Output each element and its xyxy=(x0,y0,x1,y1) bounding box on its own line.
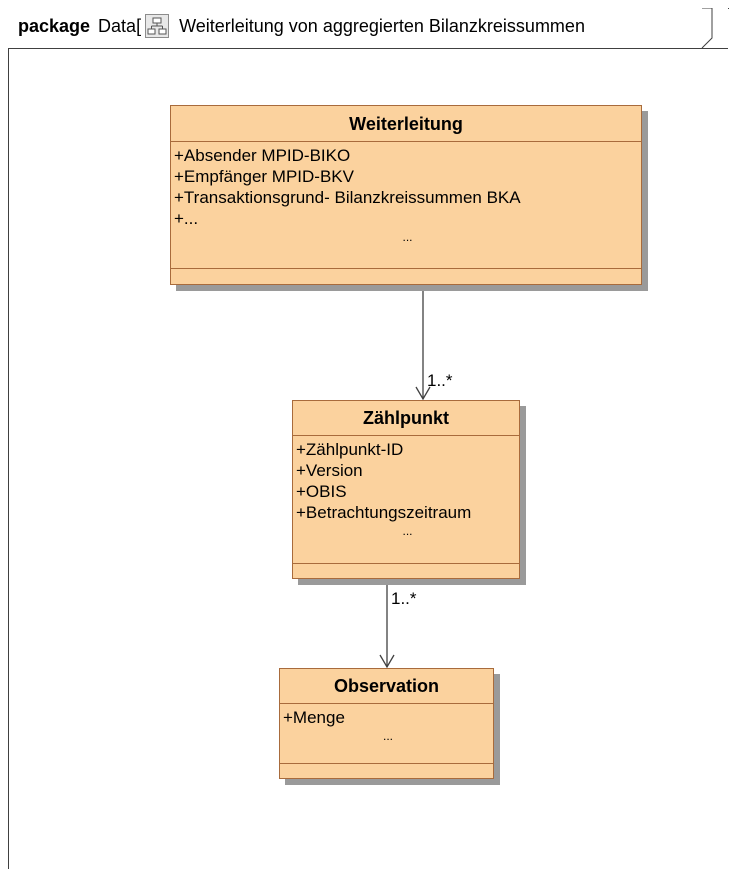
class-name: Observation xyxy=(280,669,493,704)
operation-compartment xyxy=(293,564,519,581)
package-header: package Data[ Weiterleitung von aggregie… xyxy=(8,8,728,49)
package-tab-notch xyxy=(701,8,713,49)
class-attribute: +... xyxy=(174,209,199,228)
package-keyword: package xyxy=(18,15,91,36)
more-attributes: ... xyxy=(382,729,393,743)
attribute-compartment: +Absender MPID-BIKO +Empfänger MPID-BKV … xyxy=(171,142,641,269)
class-attribute: +Absender MPID-BIKO xyxy=(174,146,351,165)
class-attribute: +Empfänger MPID-BKV xyxy=(174,167,354,186)
class-attribute: +OBIS xyxy=(296,482,347,501)
operation-compartment xyxy=(280,764,493,781)
class-attribute: +Version xyxy=(296,461,363,480)
class-observation[interactable]: Observation +Menge ... xyxy=(279,668,494,779)
class-attribute: +Zählpunkt-ID xyxy=(296,440,404,459)
more-attributes: ... xyxy=(402,230,413,244)
multiplicity-label: 1..* xyxy=(391,589,417,608)
class-attribute: +Menge xyxy=(283,708,345,727)
more-attributes: ... xyxy=(402,524,413,538)
attribute-compartment: +Menge ... xyxy=(280,704,493,764)
class-attribute: +Transaktionsgrund- Bilanzkreissummen BK… xyxy=(174,188,521,207)
attribute-compartment: +Zählpunkt-ID +Version +OBIS +Betrachtun… xyxy=(293,436,519,564)
class-weiterleitung[interactable]: Weiterleitung +Absender MPID-BIKO +Empfä… xyxy=(170,105,642,285)
package-title: Weiterleitung von aggregierten Bilanzkre… xyxy=(179,15,585,36)
multiplicity-label: 1..* xyxy=(427,371,453,390)
class-name: Zählpunkt xyxy=(293,401,519,436)
class-zaehlpunkt[interactable]: Zählpunkt +Zählpunkt-ID +Version +OBIS +… xyxy=(292,400,520,579)
package-name-prefix: Data[ xyxy=(98,15,142,36)
class-name: Weiterleitung xyxy=(171,106,641,142)
arrowhead-icon xyxy=(415,386,431,401)
arrowhead-icon xyxy=(379,654,395,669)
operation-compartment xyxy=(171,269,641,286)
class-diagram-icon[interactable] xyxy=(145,14,170,38)
class-attribute: +Betrachtungszeitraum xyxy=(296,503,472,522)
